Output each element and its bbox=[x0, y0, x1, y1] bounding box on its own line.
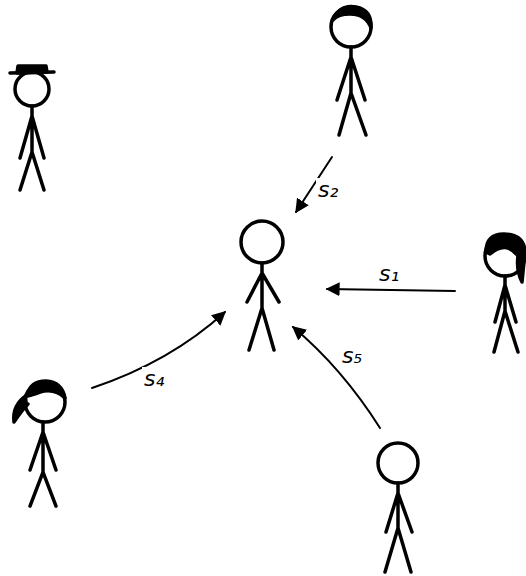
arrow-label: s₄ bbox=[142, 367, 166, 391]
stick-figure-bottom bbox=[378, 443, 418, 572]
arrow-label: s₅ bbox=[340, 344, 364, 368]
stick-figure-right bbox=[485, 234, 525, 352]
arrows bbox=[92, 157, 455, 428]
stick-figure-hat bbox=[10, 66, 54, 190]
arrow-label: s₁ bbox=[377, 262, 401, 286]
stick-figure-top bbox=[331, 7, 371, 135]
stick-figure-ponytail bbox=[14, 381, 65, 506]
stick-figure-center bbox=[241, 221, 283, 350]
arrow-label: s₂ bbox=[316, 178, 340, 202]
